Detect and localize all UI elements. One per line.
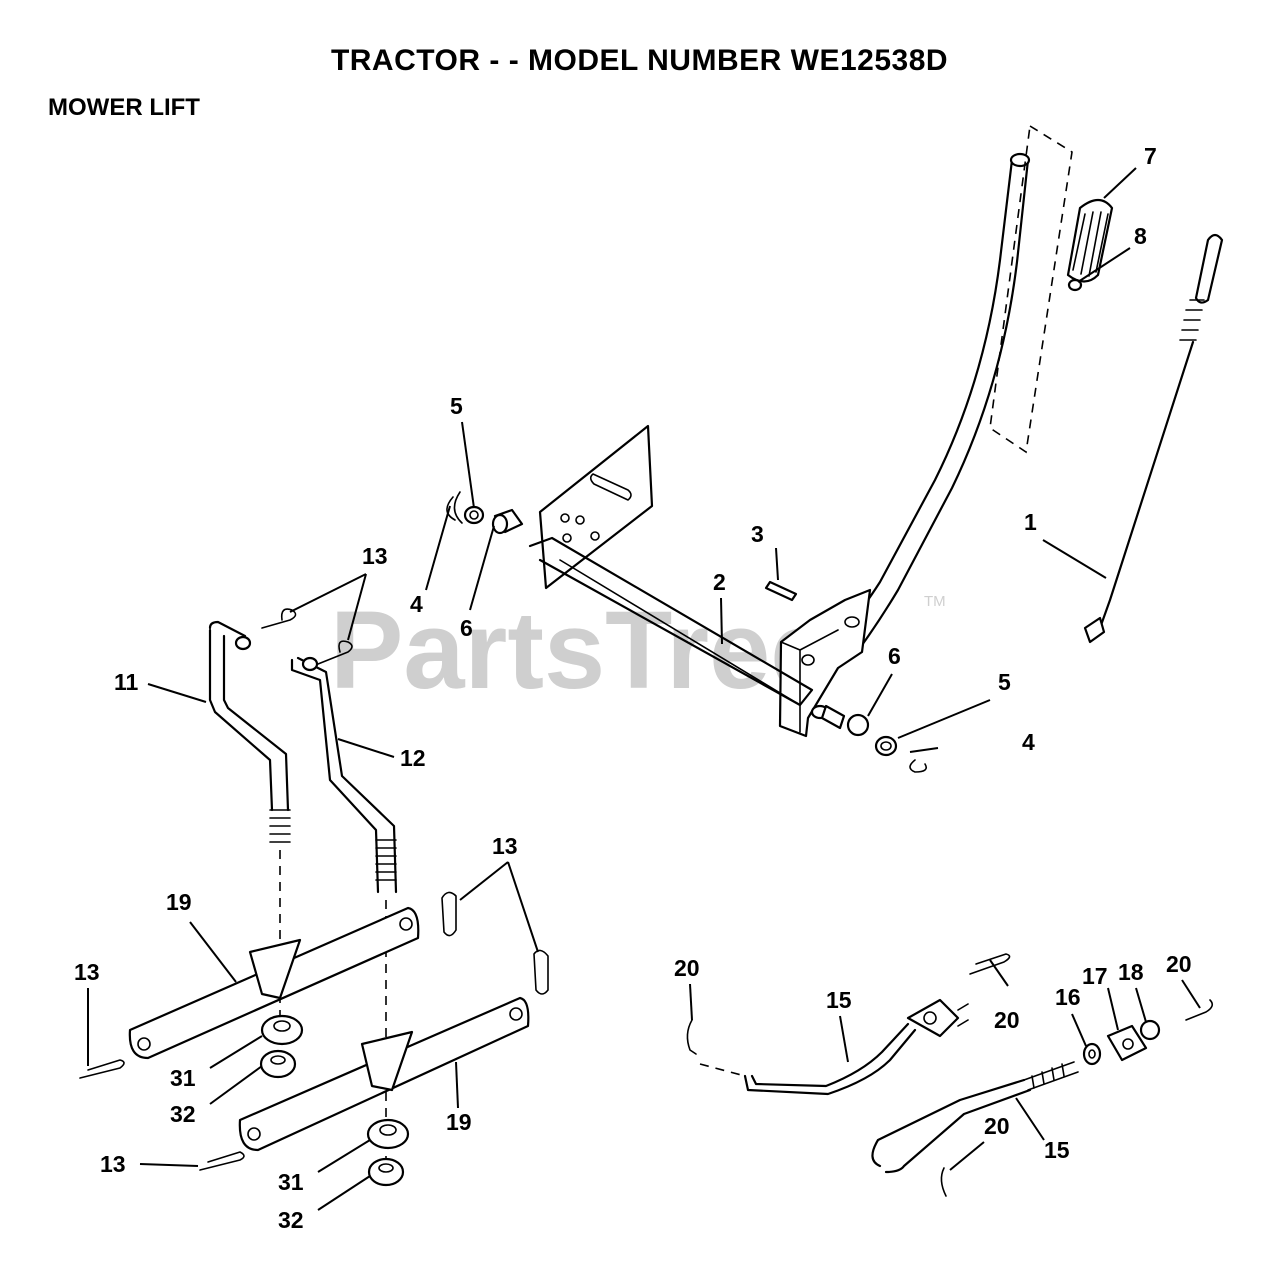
callout-8: 8 (1134, 223, 1147, 249)
cotter-pins-lower (686, 953, 1011, 1197)
callout-32: 32 (170, 1101, 196, 1127)
page-title: TRACTOR - - MODEL NUMBER WE12538D (330, 44, 949, 77)
callout-13: 13 (362, 543, 388, 569)
callout-5: 5 (450, 393, 463, 419)
callout-4: 4 (1022, 729, 1035, 755)
callout-15: 15 (826, 987, 852, 1013)
callout-16: 16 (1055, 984, 1081, 1010)
lift-link-12[interactable] (290, 656, 398, 894)
callout-labels: 1 2 3 4 4 5 5 6 6 7 8 11 12 13 13 13 13 … (74, 143, 1192, 1233)
section-title: MOWER LIFT (48, 94, 200, 121)
callout-1: 1 (1024, 509, 1037, 535)
watermark: PartsTree (330, 589, 831, 712)
lift-handle[interactable] (778, 152, 1031, 738)
callout-20: 20 (1166, 951, 1192, 977)
callout-18: 18 (1118, 959, 1144, 985)
bushing-nut-left (259, 1014, 304, 1079)
callout-11: 11 (114, 669, 139, 695)
callout-17: 17 (1082, 963, 1108, 989)
callout-3: 3 (751, 521, 764, 547)
callout-6: 6 (888, 643, 901, 669)
callout-12: 12 (400, 745, 426, 771)
callout-19: 19 (166, 889, 192, 915)
callout-13: 13 (492, 833, 518, 859)
bushing-nut-right (366, 1118, 410, 1187)
callout-15: 15 (1044, 1137, 1070, 1163)
callout-5: 5 (998, 669, 1011, 695)
adjust-rod-lower[interactable] (871, 1061, 1079, 1174)
callout-20: 20 (994, 1007, 1020, 1033)
callout-13: 13 (74, 959, 100, 985)
shaft-key (764, 580, 798, 602)
handle-extension-outline (989, 124, 1073, 454)
shaft-hardware-right (820, 704, 928, 773)
callout-4: 4 (410, 591, 423, 617)
lift-arm-upper[interactable] (128, 906, 420, 1060)
handle-grip[interactable] (1066, 198, 1114, 292)
shaft-hardware-left (446, 491, 524, 535)
callout-20: 20 (984, 1113, 1010, 1139)
alignment-line-lower (699, 1063, 746, 1077)
callout-31: 31 (170, 1065, 196, 1091)
leader-lines (87, 167, 1201, 1211)
callout-32: 32 (278, 1207, 304, 1233)
callout-6: 6 (460, 615, 473, 641)
watermark-trademark: TM (924, 593, 946, 610)
callout-2: 2 (713, 569, 726, 595)
lift-rod[interactable] (1083, 233, 1224, 644)
callout-19: 19 (446, 1109, 472, 1135)
adjust-rod-upper[interactable] (743, 998, 969, 1096)
lift-arm-lower[interactable] (238, 996, 530, 1152)
lift-link-11[interactable] (208, 620, 291, 843)
callout-7: 7 (1144, 143, 1157, 169)
adjuster-hardware (1082, 999, 1214, 1066)
callout-20: 20 (674, 955, 700, 981)
callout-13: 13 (100, 1151, 126, 1177)
callout-31: 31 (278, 1169, 304, 1195)
